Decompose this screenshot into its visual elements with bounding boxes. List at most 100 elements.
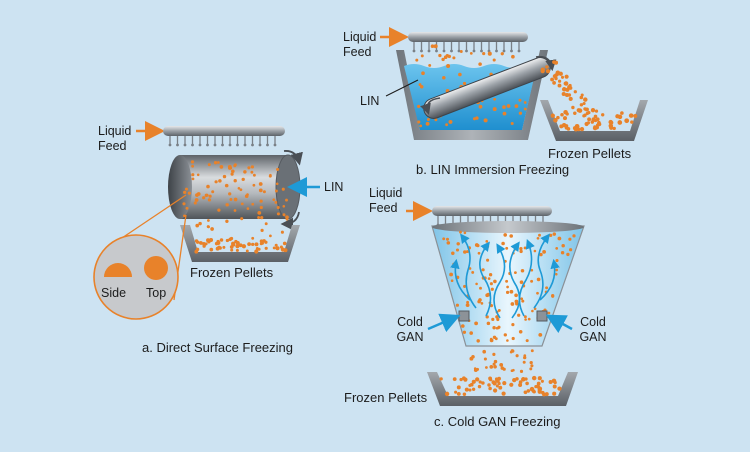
- pellet: [558, 79, 562, 83]
- pellet: [539, 252, 543, 257]
- pellet: [594, 125, 600, 130]
- pellet: [227, 164, 232, 169]
- pellet: [202, 244, 206, 248]
- pellet: [555, 247, 559, 250]
- pellet: [549, 233, 553, 238]
- conveyor-arrow-bottom: [420, 97, 441, 116]
- pellet: [530, 279, 534, 283]
- nozzle-tip: [266, 143, 269, 147]
- pellet: [417, 120, 421, 124]
- pellet: [259, 242, 263, 246]
- pellet: [562, 116, 568, 121]
- pellet: [184, 187, 189, 191]
- pellet: [518, 330, 523, 334]
- pellet: [552, 384, 557, 389]
- pellet: [264, 246, 268, 250]
- pellet: [479, 286, 482, 290]
- pellet: [608, 119, 613, 125]
- pellet: [191, 173, 195, 177]
- gan-label-left-line1: Cold: [397, 315, 423, 329]
- pellet: [239, 188, 243, 192]
- pellet: [233, 197, 238, 202]
- pellet: [231, 169, 235, 174]
- pellet: [573, 90, 577, 94]
- pellet: [260, 215, 264, 220]
- pellet: [463, 284, 467, 288]
- gas-flow-arrow: [533, 233, 550, 309]
- feed-manifold-b: [408, 32, 528, 42]
- pellet: [478, 104, 483, 109]
- pellet: [552, 81, 556, 85]
- pellet: [509, 289, 514, 294]
- pellet: [428, 63, 432, 67]
- pellet: [259, 199, 263, 203]
- pellets-label-b: Frozen Pellets: [548, 146, 632, 161]
- pellet: [483, 118, 488, 123]
- pellet: [557, 386, 562, 391]
- pellet: [274, 243, 278, 247]
- pellet: [540, 379, 544, 383]
- pellet: [553, 60, 559, 65]
- nozzle-tip: [191, 143, 194, 147]
- pellet: [582, 101, 586, 106]
- pellet: [514, 104, 519, 108]
- pellet: [419, 85, 424, 89]
- pellet: [418, 83, 422, 87]
- feed-label-c-line1: Liquid: [369, 186, 403, 200]
- pellet: [182, 202, 186, 206]
- nozzle-tip: [495, 49, 498, 53]
- feed-label-a-line1: Liquid: [98, 124, 132, 138]
- pellet: [462, 81, 467, 86]
- pellet: [262, 239, 266, 243]
- pellet: [483, 357, 487, 361]
- gan-label-right-line2: GAN: [579, 330, 607, 344]
- pellet: [515, 354, 519, 358]
- pellet: [590, 108, 596, 113]
- pellet: [444, 391, 450, 397]
- pellet: [555, 268, 559, 272]
- nozzle-tip: [517, 49, 521, 53]
- pellet: [264, 222, 268, 226]
- lin-label-b: LIN: [360, 94, 380, 108]
- nozzles-b: [412, 42, 521, 53]
- pellet: [561, 91, 566, 97]
- gan-port-left: [458, 310, 470, 322]
- pellet: [198, 221, 202, 226]
- pellet: [630, 120, 634, 124]
- pellet: [509, 382, 514, 387]
- pellet: [202, 196, 206, 200]
- nozzle-tip: [183, 143, 187, 147]
- pellet: [523, 101, 527, 104]
- pellet: [183, 190, 187, 195]
- pellet: [505, 290, 510, 295]
- pellet: [245, 249, 249, 253]
- pellet: [521, 377, 526, 382]
- pellet: [474, 321, 478, 326]
- nozzle-tip: [273, 143, 277, 147]
- pellet: [555, 70, 561, 75]
- pellet: [492, 352, 496, 356]
- pellet: [496, 317, 500, 322]
- pellet: [443, 55, 448, 59]
- pellet: [476, 243, 480, 248]
- pellet: [593, 114, 598, 119]
- inset-leader-top: [121, 194, 187, 239]
- pellet: [442, 76, 446, 80]
- pellet: [455, 248, 460, 252]
- falling-pellets-c: [469, 349, 534, 373]
- pellet: [503, 233, 508, 237]
- pellet: [224, 183, 229, 188]
- pellet: [547, 311, 551, 315]
- pellet: [206, 184, 210, 189]
- pellet: [519, 369, 524, 373]
- nozzle-tip: [168, 143, 172, 147]
- feed-label-c: Liquid Feed: [369, 186, 402, 216]
- pellet: [594, 109, 599, 113]
- pellet: [459, 50, 463, 53]
- pellet: [542, 392, 546, 397]
- pellet: [475, 367, 480, 371]
- pellet: [561, 87, 567, 92]
- pellet: [420, 54, 424, 58]
- gan-label-left-line2: GAN: [396, 330, 424, 344]
- pellet: [583, 97, 588, 102]
